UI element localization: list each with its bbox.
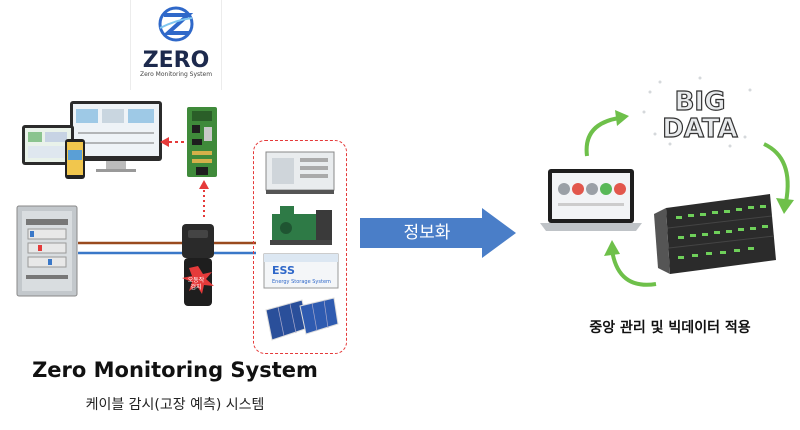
digitization-arrow	[360, 208, 516, 258]
big-data-line1: BIG	[675, 87, 726, 117]
central-management-caption: 중앙 관리 및 빅데이터 적용	[589, 320, 751, 336]
ess-label-sub: Energy Storage System	[272, 279, 331, 285]
system-title: Zero Monitoring System	[32, 358, 318, 382]
logo-subtitle: Zero Monitoring System	[139, 71, 213, 78]
red-dashed-arrow-left	[160, 137, 184, 147]
red-dotted-arrow-up	[199, 180, 209, 218]
sensor-clamp-illustration	[182, 224, 214, 306]
cycle-arrow-bottom-left	[604, 240, 657, 287]
monitoring-devices-illustration	[22, 101, 162, 179]
ess-label-main: ESS	[272, 264, 295, 277]
cycle-arrow-right	[763, 142, 794, 214]
ess-container-illustration: ESS Energy Storage System	[263, 253, 339, 289]
sensor-badge-label: 오동작 검지	[176, 277, 216, 291]
zero-logo-icon	[158, 6, 194, 42]
cycle-arrow-top-left	[584, 110, 629, 157]
equipment-group-box	[253, 140, 347, 354]
server-rack-illustration	[654, 194, 776, 274]
generator-illustration	[265, 151, 335, 194]
solar-panel-illustration	[265, 297, 339, 341]
sensor-badge-line2: 검지	[190, 284, 202, 291]
cable-lines	[78, 241, 256, 255]
system-subtitle: 케이블 감시(고장 예측) 시스템	[85, 397, 265, 413]
diesel-generator-illustration	[270, 206, 332, 245]
circuit-board-illustration	[187, 107, 217, 177]
logo-wordmark: ZERO	[142, 48, 210, 73]
digitization-arrow-label: 정보화	[403, 223, 451, 243]
electrical-panel-illustration	[16, 205, 78, 297]
big-data-illustration: BIG DATA	[642, 76, 752, 148]
zero-logo: ZERO Zero Monitoring System	[130, 0, 222, 90]
laptop-illustration	[540, 169, 642, 231]
sensor-badge-line1: 오동작	[187, 277, 205, 284]
big-data-line2: DATA	[662, 114, 738, 144]
